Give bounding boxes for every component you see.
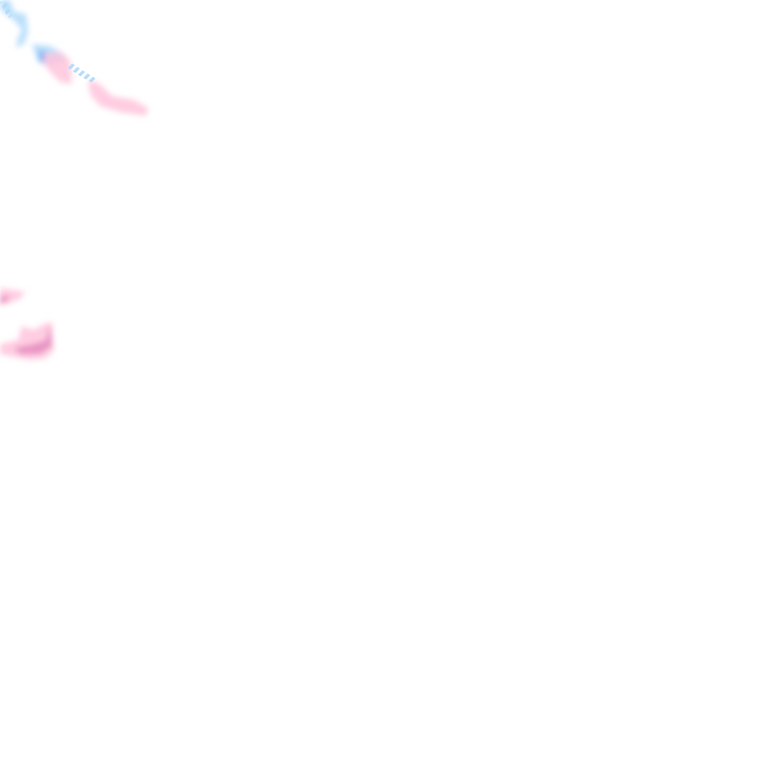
mix-core — [0, 296, 10, 303]
mixed-precip-hatch — [68, 62, 98, 84]
mix-band — [88, 80, 148, 116]
mix-core — [14, 324, 52, 354]
mixed-precip-hatch — [0, 2, 12, 18]
mix-band — [0, 288, 26, 306]
mix-band — [44, 52, 72, 84]
